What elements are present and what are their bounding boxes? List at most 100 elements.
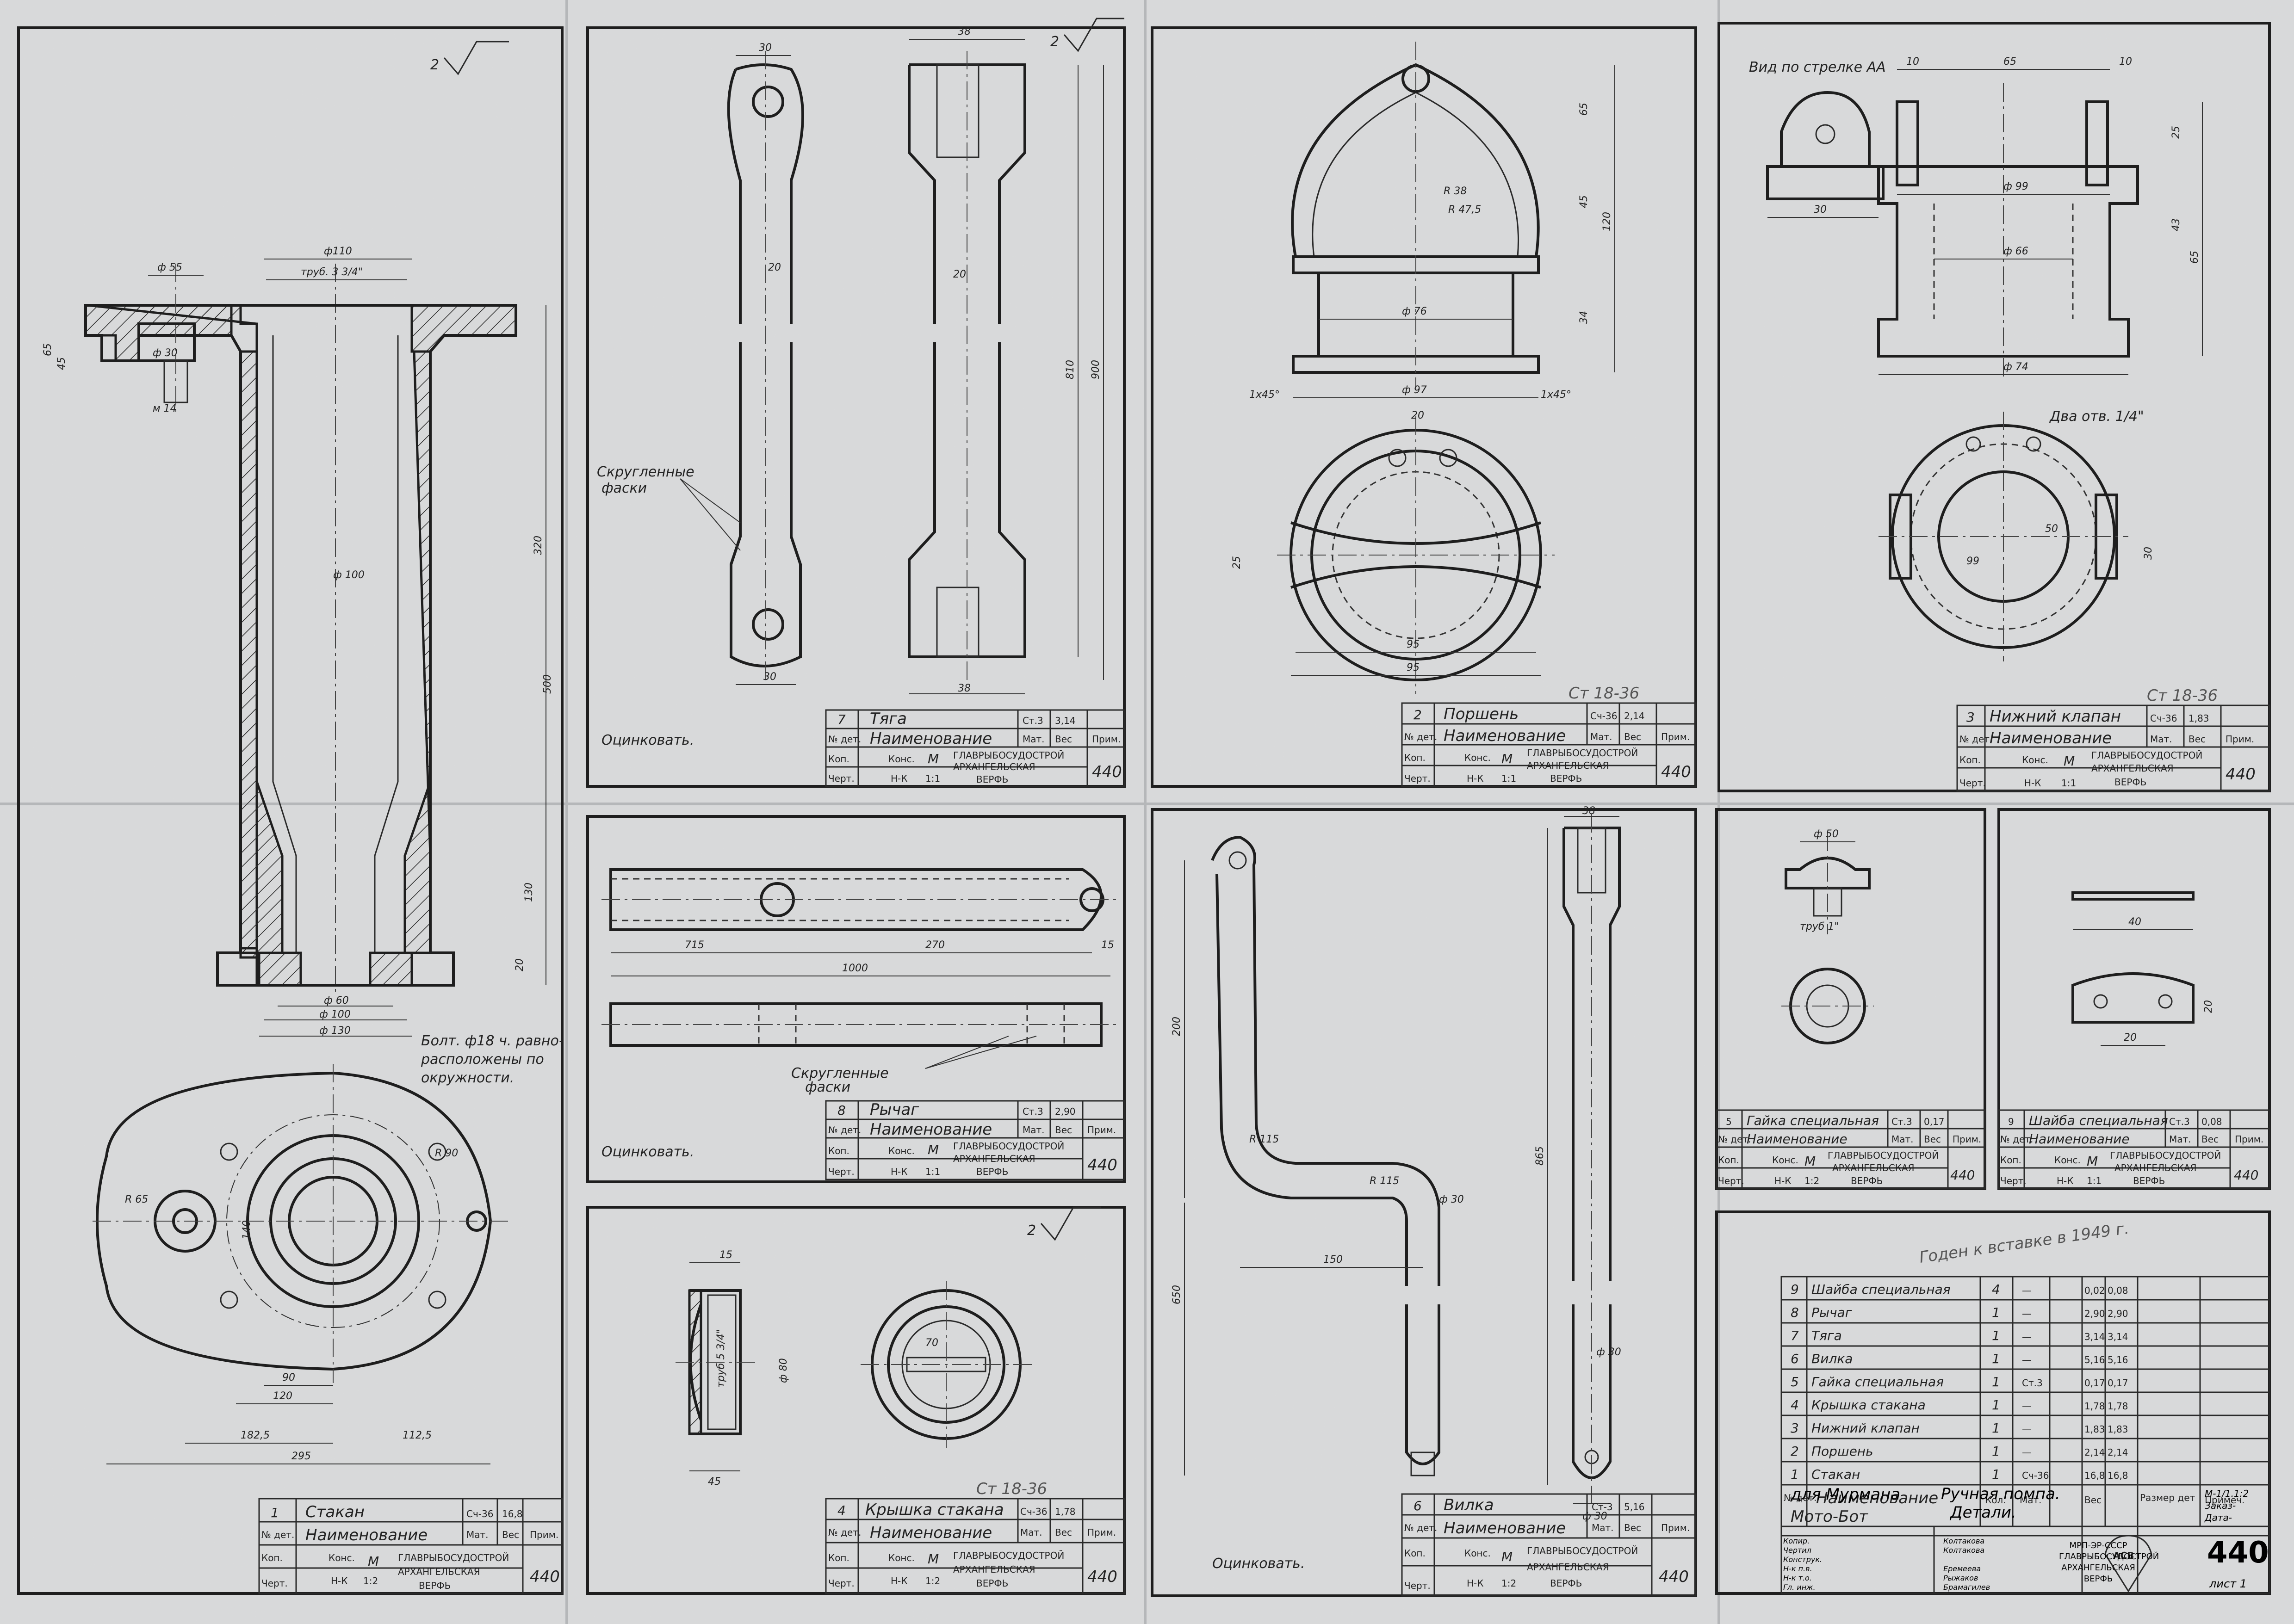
svg-text:4: 4 (837, 1503, 846, 1518)
svg-text:Ст.3: Ст.3 (2022, 1377, 2043, 1389)
svg-text:2,90: 2,90 (1055, 1106, 1076, 1117)
svg-text:Нижний клапан: Нижний клапан (1990, 707, 2121, 726)
svg-text:окружности.: окружности. (421, 1070, 514, 1086)
svg-text:М: М (2064, 753, 2075, 769)
svg-text:Конс.: Конс. (2054, 1155, 2081, 1166)
svg-text:ф 50: ф 50 (1814, 828, 1839, 840)
svg-text:Конс.: Конс. (888, 753, 915, 765)
svg-text:25: 25 (1231, 556, 1243, 569)
svg-text:Черт.: Черт. (1959, 778, 1986, 789)
svg-text:R 47,5: R 47,5 (1448, 204, 1481, 216)
svg-text:45: 45 (56, 357, 68, 370)
svg-text:1,78: 1,78 (2084, 1401, 2105, 1412)
svg-text:№ дет.: № дет. (1718, 1134, 1751, 1145)
svg-text:Вес: Вес (2201, 1134, 2219, 1145)
svg-text:Н-К: Н-К (1467, 773, 1483, 784)
spec-header-mat: Мат. (2020, 1494, 2042, 1506)
svg-text:Вес: Вес (1055, 734, 1072, 745)
svg-text:ф 55: ф 55 (157, 262, 182, 273)
svg-text:Черт.: Черт. (261, 1578, 288, 1589)
svg-text:440: 440 (1659, 1568, 1689, 1586)
svg-text:ВЕРФЬ: ВЕРФЬ (1550, 1578, 1582, 1589)
part-9-washer-views: 40 20 20 (2071, 891, 2214, 1046)
svg-text:900: 900 (1090, 360, 1102, 379)
svg-text:ГЛАВРЫБОСУДОСТРОЙ: ГЛАВРЫБОСУДОСТРОЙ (1527, 1545, 1638, 1556)
svg-text:Черт.: Черт. (2000, 1175, 2027, 1186)
part-1-cup-plan: 295 182,5 112,5 120 90 140 R 65 R 90 (93, 1064, 509, 1464)
svg-text:Тяга: Тяга (870, 710, 907, 728)
svg-text:16,8: 16,8 (502, 1508, 523, 1519)
spec-header-weight: Вес (2084, 1494, 2102, 1506)
svg-text:Крышка стакана: Крышка стакана (865, 1501, 1004, 1519)
svg-text:Черт.: Черт. (1404, 773, 1431, 784)
svg-text:АРХАНГЕЛЬСКАЯ: АРХАНГЕЛЬСКАЯ (953, 1564, 1035, 1575)
spec-header-note: Примеч. (2205, 1494, 2244, 1506)
svg-text:№ дет.: № дет. (2000, 1134, 2033, 1145)
boat-title: Мото-Бот (1791, 1507, 1868, 1526)
svg-text:Мат.: Мат. (1020, 1527, 1042, 1538)
svg-text:10: 10 (1906, 56, 1919, 68)
svg-text:R 115: R 115 (1249, 1134, 1279, 1145)
boat-line-2: для Мурмана (1791, 1485, 1901, 1504)
svg-text:Мат.: Мат. (1023, 1124, 1045, 1136)
svg-text:440: 440 (1661, 763, 1691, 781)
svg-text:R 115: R 115 (1370, 1175, 1399, 1187)
svg-text:труб. 3 3/4": труб. 3 3/4" (301, 266, 363, 278)
svg-text:182,5: 182,5 (241, 1430, 270, 1441)
svg-text:7: 7 (837, 712, 846, 727)
svg-text:ВЕРФЬ: ВЕРФЬ (419, 1580, 451, 1591)
svg-text:38: 38 (1582, 805, 1595, 817)
svg-text:500: 500 (542, 674, 553, 694)
svg-text:Вес: Вес (1055, 1527, 1072, 1538)
svg-text:№ дет.: № дет. (828, 1124, 861, 1136)
svg-text:Прим.: Прим. (1661, 1522, 1690, 1533)
svg-text:Гайка специальная: Гайка специальная (1811, 1374, 1944, 1389)
svg-text:2: 2 (1414, 707, 1422, 722)
bolt-note: Болт. ф18 ч. равно- расположены по окруж… (421, 1033, 564, 1086)
svg-text:Поршень: Поршень (1811, 1444, 1873, 1459)
svg-text:Н-К: Н-К (2024, 778, 2041, 789)
svg-text:5,16: 5,16 (2108, 1354, 2128, 1365)
svg-text:АРХАНГЕЛЬСКАЯ: АРХАНГЕЛЬСКАЯ (953, 761, 1035, 772)
svg-text:Прим.: Прим. (2226, 734, 2254, 745)
svg-text:ГЛАВРЫБОСУДОСТРОЙ: ГЛАВРЫБОСУДОСТРОЙ (1527, 747, 1638, 759)
svg-text:АСВ: АСВ (2113, 1550, 2134, 1561)
svg-text:ВЕРФЬ: ВЕРФЬ (1851, 1175, 1883, 1186)
svg-text:Сч-36: Сч-36 (1020, 1506, 1047, 1517)
rounded-chamfer-note: Скругленные фаски (597, 464, 741, 551)
svg-text:95: 95 (1407, 662, 1420, 673)
svg-text:120: 120 (1601, 212, 1613, 231)
spec-row: 4 Крышка стакана 1 — 1,78 1,78 (1791, 1397, 2128, 1413)
svg-text:90: 90 (282, 1372, 295, 1383)
svg-text:1,78: 1,78 (1055, 1506, 1076, 1517)
svg-text:38: 38 (958, 26, 971, 37)
svg-text:6: 6 (1414, 1498, 1422, 1513)
svg-text:1,83: 1,83 (2084, 1424, 2105, 1435)
svg-text:440: 440 (530, 1568, 560, 1586)
svg-text:2: 2 (1791, 1444, 1799, 1459)
zinc-note-2: Оцинковать. (601, 1144, 694, 1160)
svg-text:0,08: 0,08 (2108, 1285, 2128, 1296)
svg-text:ф 66: ф 66 (2003, 246, 2028, 257)
svg-text:Мат.: Мат. (1592, 1522, 1614, 1533)
svg-text:Конс.: Конс. (329, 1552, 355, 1563)
svg-text:1:2: 1:2 (1501, 1578, 1516, 1589)
svg-text:65: 65 (2003, 56, 2016, 68)
svg-text:Коп.: Коп. (828, 753, 849, 765)
title-block-part-8: 8 Рычаг Ст.3 2,90 № дет. Наименование Ма… (828, 1100, 1117, 1177)
svg-text:1: 1 (1992, 1420, 2000, 1436)
svg-text:ГЛАВРЫБОСУДОСТРОЙ: ГЛАВРЫБОСУДОСТРОЙ (2110, 1150, 2221, 1161)
svg-text:R 38: R 38 (1444, 185, 1467, 197)
svg-text:1,78: 1,78 (2108, 1401, 2128, 1412)
svg-text:Коп.: Коп. (1959, 754, 1981, 766)
svg-text:650: 650 (1171, 1285, 1183, 1304)
svg-text:150: 150 (1323, 1254, 1343, 1266)
svg-text:0,17: 0,17 (1924, 1116, 1945, 1127)
title-block-part-2: Ст 18-36 2 Поршень Сч-36 2,14 № дет. Наи… (1404, 684, 1691, 784)
svg-text:ф 60: ф 60 (324, 995, 349, 1007)
title-block-part-6: 6 Вилка Ст-3 5,16 № дет. Наименование Ма… (1404, 1496, 1690, 1591)
pump-title: Ручная помпа. Детали. (1941, 1485, 2060, 1522)
svg-text:АРХАНГЕЛЬСКАЯ: АРХАНГЕЛЬСКАЯ (2114, 1162, 2197, 1173)
svg-text:3,14: 3,14 (2084, 1331, 2105, 1342)
svg-text:Шайба специальная: Шайба специальная (1811, 1282, 1951, 1297)
